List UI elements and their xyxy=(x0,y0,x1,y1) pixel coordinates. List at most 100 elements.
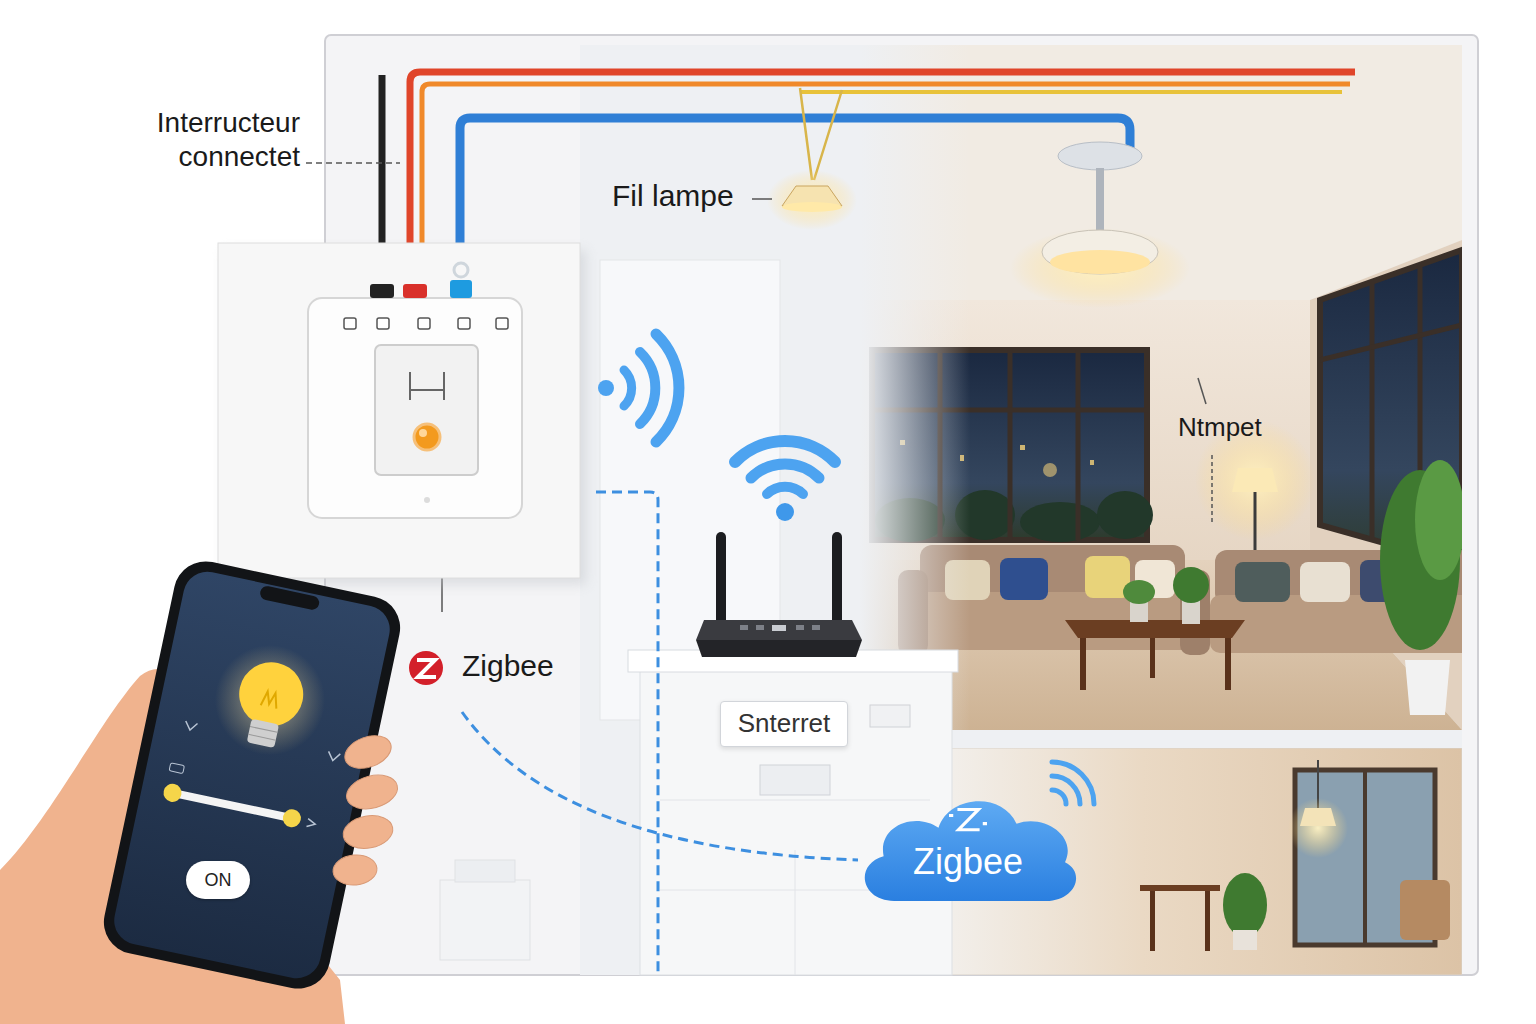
cabinet xyxy=(760,765,830,795)
router xyxy=(796,625,804,630)
sofa xyxy=(1000,558,1048,600)
hand-and-phone xyxy=(332,730,401,887)
leader-lines xyxy=(1198,378,1206,404)
plants xyxy=(1173,567,1209,603)
wifi-signals xyxy=(624,370,632,406)
wifi-signals xyxy=(767,487,803,494)
cloud-shape: Zigbee xyxy=(852,785,1084,907)
coffee-table xyxy=(1225,638,1231,690)
leader-lines xyxy=(306,162,400,164)
hand-and-phone xyxy=(259,585,321,611)
living-room xyxy=(1043,463,1057,477)
hand-and-phone xyxy=(340,730,395,775)
cloud-outline xyxy=(865,801,1076,901)
ceiling-lamps xyxy=(767,142,1190,308)
zigbee-logo xyxy=(417,660,436,677)
sofa xyxy=(1300,562,1350,602)
wall-switch xyxy=(496,318,508,329)
lower-room xyxy=(1223,873,1267,937)
wifi-signals xyxy=(656,334,679,442)
lower-room xyxy=(1205,891,1210,951)
hand-and-phone xyxy=(247,719,279,748)
hand-and-phone xyxy=(306,819,315,828)
router xyxy=(740,625,820,631)
hand-and-phone xyxy=(205,635,335,765)
lower-room xyxy=(1233,930,1257,950)
wifi-signals xyxy=(1052,790,1066,804)
wall-switch xyxy=(377,318,389,329)
hand-and-phone xyxy=(98,555,406,994)
cabinet xyxy=(870,705,910,727)
leader-lines xyxy=(752,198,772,200)
ceiling-lamps xyxy=(1050,250,1150,274)
router xyxy=(772,625,786,631)
node-text: ON xyxy=(205,870,232,891)
living-room xyxy=(860,45,1462,730)
sofa xyxy=(898,545,1462,655)
cabinet xyxy=(660,800,930,801)
label-box: Snterret xyxy=(720,701,848,747)
cabinet xyxy=(795,850,796,975)
lower-room xyxy=(1150,891,1155,951)
wall-switch xyxy=(419,429,427,437)
wifi-signals xyxy=(640,352,655,424)
hand-and-phone xyxy=(162,782,183,803)
coffee-table xyxy=(1065,620,1245,638)
zigbee-logo xyxy=(409,651,443,685)
router xyxy=(756,625,764,630)
wall-switch xyxy=(344,318,508,329)
living-room xyxy=(1008,350,1013,540)
router xyxy=(696,620,862,640)
ceiling-lamps xyxy=(1010,228,1190,308)
hand-and-phone xyxy=(261,691,280,709)
router xyxy=(716,532,726,632)
hand-and-phone xyxy=(250,727,277,733)
dashed-links xyxy=(462,492,858,975)
node-text: Zigbee xyxy=(913,841,1023,882)
living-room xyxy=(1097,491,1153,539)
router xyxy=(696,532,862,657)
lower-room xyxy=(1288,798,1348,858)
wall-switch xyxy=(218,243,580,578)
coffee-table xyxy=(1150,638,1155,678)
node-text: Snterret xyxy=(738,709,831,739)
wifi-signals xyxy=(1052,762,1094,804)
wall-switch xyxy=(370,284,394,298)
callout-label: Zigbee xyxy=(462,648,592,684)
ceiling-lamps xyxy=(1096,168,1104,230)
cabinet xyxy=(640,660,952,975)
callout-label: Ntmpet xyxy=(1178,412,1308,443)
living-room xyxy=(1020,502,1100,542)
router xyxy=(812,625,820,630)
wifi-signals xyxy=(751,464,819,478)
frame xyxy=(440,880,530,960)
hand-and-phone xyxy=(343,770,402,814)
wall-switch xyxy=(344,318,356,329)
wall-switch xyxy=(375,345,478,475)
lower-room xyxy=(1140,885,1220,891)
ceiling-wires xyxy=(800,88,842,180)
hand-and-phone xyxy=(332,853,378,887)
router xyxy=(696,640,862,657)
living-room xyxy=(860,45,970,730)
hand-and-phone xyxy=(173,793,292,818)
leader-lines xyxy=(1211,455,1213,522)
app-button: ON xyxy=(186,861,250,899)
wifi-signals xyxy=(598,380,614,396)
lower-room xyxy=(1400,880,1450,940)
lower-room xyxy=(1363,770,1367,945)
ceiling-lamps xyxy=(1042,230,1158,274)
ceiling-lamps xyxy=(1058,142,1142,170)
hand-and-phone xyxy=(184,721,340,762)
sofa xyxy=(1235,562,1290,602)
plants xyxy=(1123,460,1462,715)
callout-label: Fil lampe xyxy=(612,178,752,214)
hand-and-phone xyxy=(341,812,396,852)
wall-switch xyxy=(458,318,470,329)
router xyxy=(740,625,748,630)
hand-and-phone xyxy=(98,555,406,994)
living-room xyxy=(1020,445,1025,450)
